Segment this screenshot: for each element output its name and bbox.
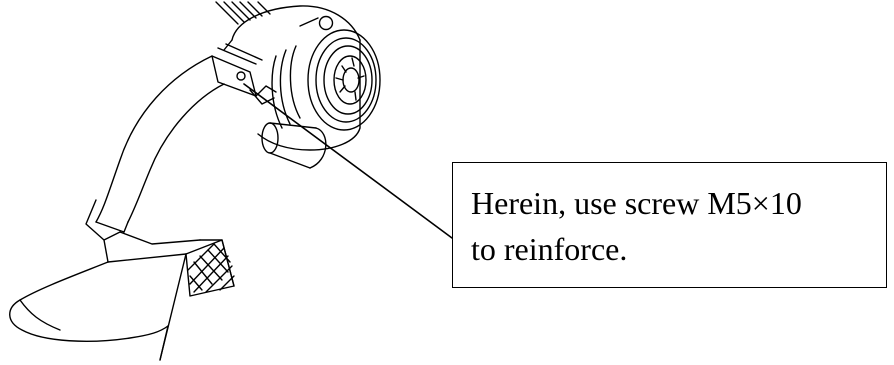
vent-lines — [215, 1, 271, 25]
motor-housing — [223, 5, 361, 151]
leader-line — [243, 83, 453, 239]
callout-text-line-1: Herein, use screw M5×10 — [471, 185, 802, 221]
mesh-filter — [185, 239, 235, 297]
mounting-clamp — [211, 43, 277, 105]
base-plate — [9, 253, 187, 361]
callout-text-line-2: to reinforce. — [471, 231, 628, 267]
handle — [95, 55, 225, 233]
stand-foot — [261, 122, 327, 169]
callout-box: Herein, use screw M5×10 to reinforce. — [452, 162, 887, 288]
fan-rings — [271, 29, 381, 131]
